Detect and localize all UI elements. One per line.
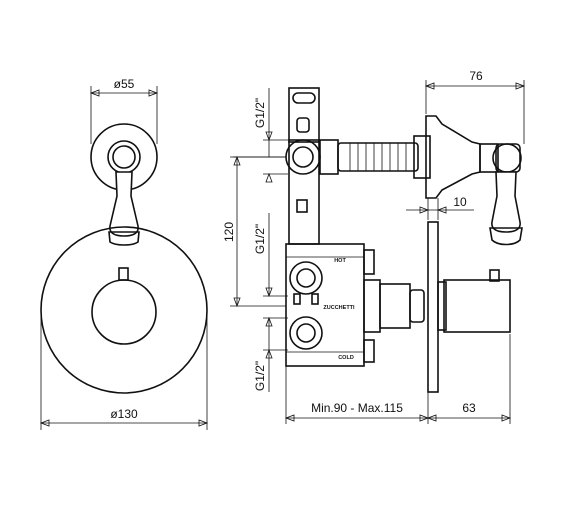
label-brand: ZUCCHETTI bbox=[323, 305, 355, 311]
side-knob bbox=[443, 279, 511, 333]
side-view: HOT ZUCCHETTI COLD bbox=[233, 87, 523, 393]
cartridge-housing bbox=[379, 283, 411, 329]
dim-label-76: 76 bbox=[469, 69, 483, 83]
hot-inlet-top bbox=[285, 139, 321, 175]
side-lever bbox=[491, 171, 521, 233]
cold-inlet bbox=[289, 316, 323, 350]
dim-label-d130: ø130 bbox=[110, 407, 138, 421]
top-pipe-riser bbox=[288, 87, 320, 143]
lever-tip bbox=[108, 231, 140, 246]
dim-label-min-max: Min.90 - Max.115 bbox=[311, 401, 403, 415]
knob-indicator bbox=[118, 267, 129, 281]
label-cold: COLD bbox=[338, 355, 354, 361]
front-view: ø55 ø130 bbox=[39, 77, 209, 430]
dim-label-g-mid: G1/2" bbox=[253, 224, 267, 254]
dim-label-g-top: G1/2" bbox=[253, 98, 267, 128]
dim-label-63: 63 bbox=[462, 401, 476, 415]
dim-label-120: 120 bbox=[222, 222, 236, 242]
dim-label-g-bot: G1/2" bbox=[253, 361, 267, 391]
dim-label-d55: ø55 bbox=[114, 77, 135, 91]
wall-plate bbox=[427, 221, 439, 393]
spout-tube bbox=[337, 142, 419, 172]
spout-connector-inner bbox=[112, 145, 136, 169]
large-plate bbox=[40, 226, 208, 394]
hot-inlet bbox=[289, 261, 323, 295]
side-dimensions: G1/2" 120 G1/2" G1/2" 76 10 bbox=[222, 69, 526, 424]
thermostat-knob bbox=[91, 279, 157, 345]
external-flange bbox=[425, 115, 481, 199]
label-hot: HOT bbox=[334, 258, 346, 264]
dim-label-10: 10 bbox=[453, 195, 467, 209]
